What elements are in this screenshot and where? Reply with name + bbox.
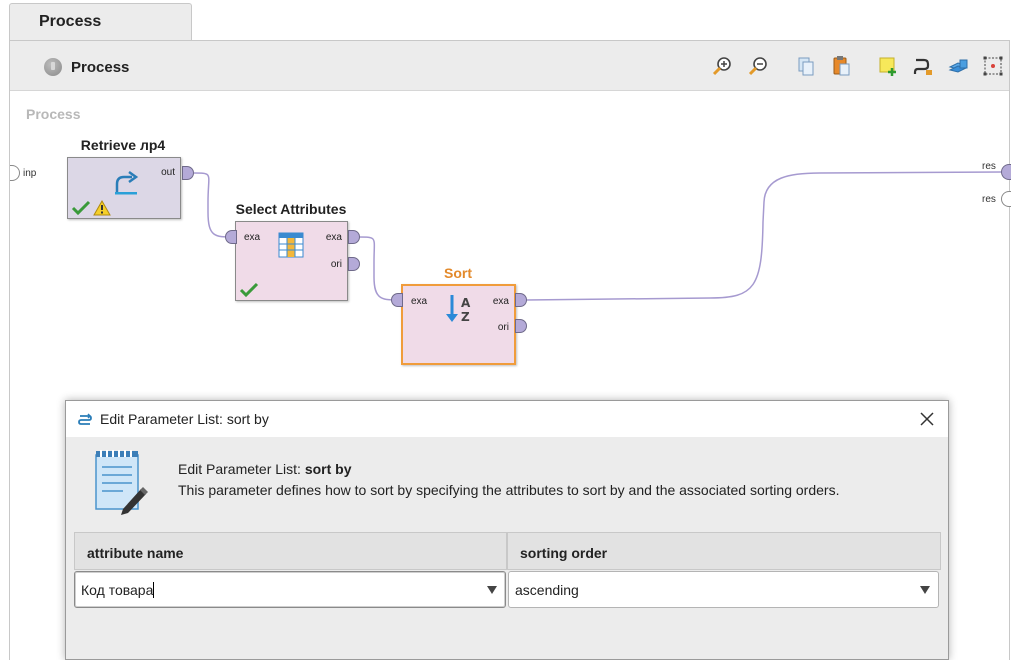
column-header-sorting-order[interactable]: sorting order — [507, 532, 941, 570]
check-icon — [71, 200, 91, 216]
fit-icon — [983, 56, 1003, 76]
retrieve-operator[interactable]: out — [67, 157, 181, 219]
select-attributes-ori-out-port[interactable] — [348, 257, 360, 271]
exa-out-label: exa — [492, 296, 509, 307]
select-attributes-exa-in-port[interactable] — [225, 230, 237, 244]
wire-select-sort — [358, 236, 401, 301]
exa-out-label: exa — [325, 232, 342, 243]
auto-fit-button[interactable] — [982, 55, 1004, 77]
copy-button[interactable] — [795, 55, 817, 77]
tab-process[interactable]: Process — [9, 3, 192, 42]
column-header-attribute-name[interactable]: attribute name — [74, 532, 507, 570]
process-toolbar: Process — [10, 41, 1009, 91]
dialog-description: This parameter defines how to sort by sp… — [178, 482, 840, 498]
add-note-button[interactable] — [877, 55, 899, 77]
zoom-out-icon — [748, 57, 767, 76]
chevron-down-icon[interactable] — [920, 586, 930, 594]
wire-sort-result — [525, 171, 1003, 301]
out-port-label: out — [161, 167, 175, 178]
retrieve-icon — [115, 170, 139, 195]
dialog-title: Edit Parameter List: sort by — [100, 411, 269, 427]
edit-parameter-list-dialog: Edit Parameter List: sort by Edit Parame… — [65, 400, 949, 660]
sort-az-icon: A Z — [446, 295, 471, 324]
sort-operator[interactable]: exa exa ori A Z — [401, 284, 516, 365]
dialog-titlebar[interactable]: Edit Parameter List: sort by — [66, 401, 948, 437]
result-port-2[interactable] — [1001, 191, 1011, 207]
sorting-order-value: ascending — [515, 582, 579, 598]
parameter-list-icon — [78, 413, 92, 425]
heading-param: sort by — [304, 461, 352, 477]
paste-button[interactable] — [830, 55, 852, 77]
wire-retrieve-select — [193, 172, 234, 238]
zoom-out-button[interactable] — [747, 55, 769, 77]
attribute-name-value: Код товара — [81, 582, 154, 598]
result-port-1-label: res — [982, 161, 996, 172]
paste-icon — [833, 56, 850, 76]
close-icon[interactable] — [917, 409, 937, 429]
sort-title: Sort — [444, 265, 472, 281]
copy-icon — [798, 57, 814, 76]
result-port-2-label: res — [982, 194, 996, 205]
sorting-order-combobox[interactable]: ascending — [508, 571, 939, 608]
zoom-in-button[interactable] — [711, 55, 733, 77]
select-attributes-title: Select Attributes — [235, 201, 347, 217]
warning-icon — [93, 200, 111, 216]
notepad-edit-icon — [95, 450, 148, 515]
retrieve-title: Retrieve лр4 — [80, 137, 166, 153]
retrieve-out-port[interactable] — [182, 166, 194, 180]
process-icon — [44, 58, 62, 76]
heading-prefix: Edit Parameter List: — [178, 461, 305, 477]
connect-button[interactable] — [912, 55, 934, 77]
svg-text:Z: Z — [461, 310, 470, 324]
select-attributes-icon — [278, 232, 304, 258]
zoom-in-icon — [712, 57, 731, 76]
exa-in-label: exa — [244, 232, 261, 243]
sort-exa-in-port[interactable] — [391, 293, 403, 307]
toolbar-title: Process — [71, 59, 130, 76]
add-note-icon — [879, 57, 896, 76]
svg-text:A: A — [461, 296, 471, 310]
canvas-label: Process — [26, 106, 81, 122]
select-attributes-operator[interactable]: exa exa ori — [235, 221, 348, 301]
result-port-1[interactable] — [1001, 164, 1011, 180]
ori-out-label: ori — [330, 259, 342, 270]
connect-icon — [913, 58, 932, 75]
select-attributes-exa-out-port[interactable] — [348, 230, 360, 244]
exa-in-label: exa — [411, 296, 428, 307]
ori-out-label: ori — [497, 322, 509, 333]
sort-ori-out-port[interactable] — [515, 319, 527, 333]
text-cursor — [153, 582, 155, 598]
dialog-heading: Edit Parameter List: sort by — [178, 461, 352, 477]
check-icon — [239, 282, 259, 298]
layers-icon — [948, 59, 968, 73]
connections-layer — [193, 171, 1003, 301]
sort-exa-out-port[interactable] — [515, 293, 527, 307]
input-port-label: inp — [23, 168, 37, 179]
chevron-down-icon[interactable] — [487, 586, 497, 594]
attribute-name-combobox[interactable]: Код товара — [74, 571, 506, 608]
layers-button[interactable] — [947, 55, 969, 77]
